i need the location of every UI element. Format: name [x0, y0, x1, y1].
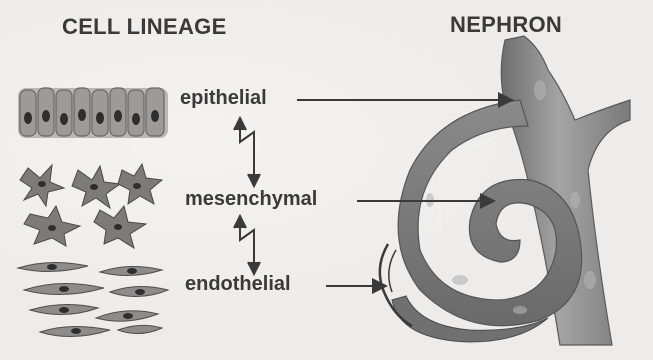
- epithelial-cells-illustration: [18, 88, 168, 138]
- mesenchymal-cells-illustration: [20, 164, 162, 248]
- cell-lineage-heading: CELL LINEAGE: [62, 14, 227, 40]
- endothelial-cells-illustration: [18, 262, 168, 336]
- epithelial-label: epithelial: [180, 87, 267, 110]
- nephron-heading: NEPHRON: [450, 12, 562, 38]
- mesenchymal-label: mesenchymal: [185, 188, 317, 211]
- nephron-illustration: [380, 36, 630, 345]
- transition-arrow-epithelial-mesenchymal: [234, 118, 260, 186]
- transition-arrow-mesenchymal-endothelial: [234, 216, 260, 274]
- endothelial-label: endothelial: [185, 273, 291, 296]
